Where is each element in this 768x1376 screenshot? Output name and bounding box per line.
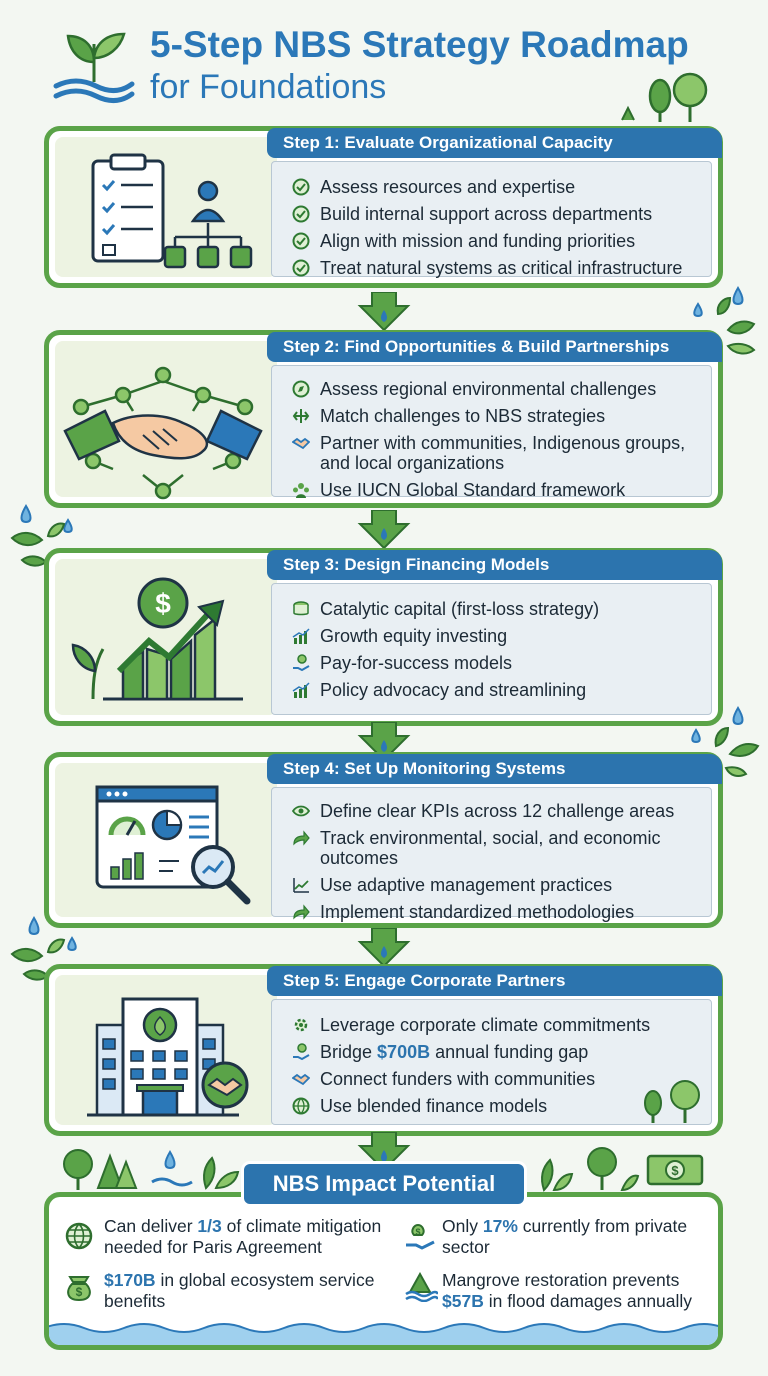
step-4-card: Step 4: Set Up Monitoring Systems Define… [44, 752, 723, 928]
coins-icon [292, 600, 310, 618]
globe-icon [292, 1097, 310, 1115]
leaves-drops-icon [8, 914, 84, 982]
money-bag-icon: $ [64, 1274, 94, 1304]
check-circle-icon [292, 259, 310, 277]
dashboard-magnifier-icon [63, 777, 263, 922]
list-item: Bridge $700B annual funding gap [284, 1042, 708, 1062]
list-item: Growth equity investing [284, 626, 708, 646]
svg-text:$: $ [76, 1285, 83, 1299]
check-circle-icon [292, 232, 310, 250]
page-subtitle: for Foundations [150, 68, 387, 106]
compass-icon [292, 380, 310, 398]
impact-item-climate: Can deliver 1/3 of climate mitigation ne… [104, 1216, 382, 1257]
step-3-card: Step 3: Design Financing Models $ Cataly… [44, 548, 723, 726]
list-item: Treat natural systems as critical infras… [284, 258, 708, 278]
page-title: 5-Step NBS Strategy Roadmap [150, 24, 689, 65]
down-arrow-icon [356, 509, 412, 550]
svg-text:$: $ [415, 1227, 420, 1237]
impact-item-private: Only 17% currently from private sector [442, 1216, 688, 1257]
plants-money-icon: $ [530, 1144, 710, 1192]
list-item: Use IUCN Global Standard framework [284, 480, 708, 500]
svg-text:$: $ [671, 1163, 679, 1178]
step-1-header: Step 1: Evaluate Organizational Capacity [267, 128, 722, 158]
leaves-drops-icon [688, 284, 762, 360]
match-arrows-icon [292, 407, 310, 425]
mangrove-waves-icon [404, 1271, 440, 1303]
group-icon [292, 481, 310, 499]
leaves-drops-icon [686, 704, 762, 780]
corporate-building-icon [63, 985, 263, 1130]
list-item: Catalytic capital (first-loss strategy) [284, 599, 708, 619]
list-item: Policy advocacy and streamlining [284, 680, 708, 700]
list-item: Assess resources and expertise [284, 177, 708, 197]
trees-icon [639, 1077, 709, 1125]
hand-coin-icon [292, 654, 310, 672]
list-item: Pay-for-success models [284, 653, 708, 673]
water-waves-icon [49, 1323, 718, 1345]
list-item: Use adaptive management practices [284, 875, 708, 895]
hand-coin-icon [292, 1043, 310, 1061]
list-item: Use blended finance models [284, 1096, 708, 1116]
svg-text:$: $ [155, 588, 171, 619]
trend-line-icon [292, 876, 310, 894]
step-2-bullets: Assess regional environmental challenges… [284, 379, 708, 507]
impact-header: NBS Impact Potential [244, 1164, 524, 1204]
down-arrow-icon [356, 927, 412, 968]
handshake-network-icon [63, 351, 263, 506]
step-3-bullets: Catalytic capital (first-loss strategy) … [284, 599, 708, 707]
impact-item-mangrove: Mangrove restoration prevents $57B in fl… [442, 1270, 693, 1311]
list-item: Implement standardized methodologies [284, 902, 708, 922]
step-4-header: Step 4: Set Up Monitoring Systems [267, 754, 722, 784]
list-item: Assess regional environmental challenges [284, 379, 708, 399]
gear-icon [292, 1016, 310, 1034]
globe-icon [64, 1221, 94, 1251]
list-item: Partner with communities, Indigenous gro… [284, 433, 708, 473]
step-1-bullets: Assess resources and expertise Build int… [284, 177, 708, 285]
forward-arrow-icon [292, 903, 310, 921]
step-3-header: Step 3: Design Financing Models [267, 550, 722, 580]
step-5-card: Step 5: Engage Corporate Partners Levera… [44, 964, 723, 1136]
growth-chart-dollar-icon: $ [63, 571, 263, 716]
list-item: Connect funders with communities [284, 1069, 708, 1089]
funding-gap-value: $700B [377, 1042, 431, 1062]
leaves-drops-icon [8, 502, 82, 574]
bar-chart-icon [292, 681, 310, 699]
handshake-icon [291, 434, 311, 452]
down-arrow-icon [356, 291, 412, 332]
step-4-bullets: Define clear KPIs across 12 challenge ar… [284, 801, 708, 929]
list-item: Build internal support across department… [284, 204, 708, 224]
check-circle-icon [292, 205, 310, 223]
list-item: Track environmental, social, and economi… [284, 828, 708, 868]
list-item: Align with mission and funding prioritie… [284, 231, 708, 251]
step-5-header: Step 5: Engage Corporate Partners [267, 966, 722, 996]
list-item: Match challenges to NBS strategies [284, 406, 708, 426]
forest-landscape-icon [60, 1142, 250, 1192]
handshake-icon [291, 1070, 311, 1088]
list-item: Define clear KPIs across 12 challenge ar… [284, 801, 708, 821]
step-1-card: Step 1: Evaluate Organizational Capacity… [44, 126, 723, 288]
impact-item-ecosystem: $170B in global ecosystem service benefi… [104, 1270, 375, 1311]
trees-icon [618, 70, 718, 124]
check-circle-icon [292, 178, 310, 196]
eye-icon [291, 802, 311, 820]
step-2-card: Step 2: Find Opportunities & Build Partn… [44, 330, 723, 508]
step-2-header: Step 2: Find Opportunities & Build Partn… [267, 332, 722, 362]
hand-money-bag-icon: $ [404, 1221, 438, 1251]
step-5-bullets: Leverage corporate climate commitments B… [284, 1015, 708, 1123]
list-item: Leverage corporate climate commitments [284, 1015, 708, 1035]
forward-arrow-icon [292, 829, 310, 847]
bar-chart-icon [292, 627, 310, 645]
down-arrow-icon [356, 1131, 412, 1172]
down-arrow-icon [356, 721, 412, 762]
leaf-water-logo-icon [52, 22, 136, 106]
clipboard-org-chart-icon [63, 151, 263, 286]
